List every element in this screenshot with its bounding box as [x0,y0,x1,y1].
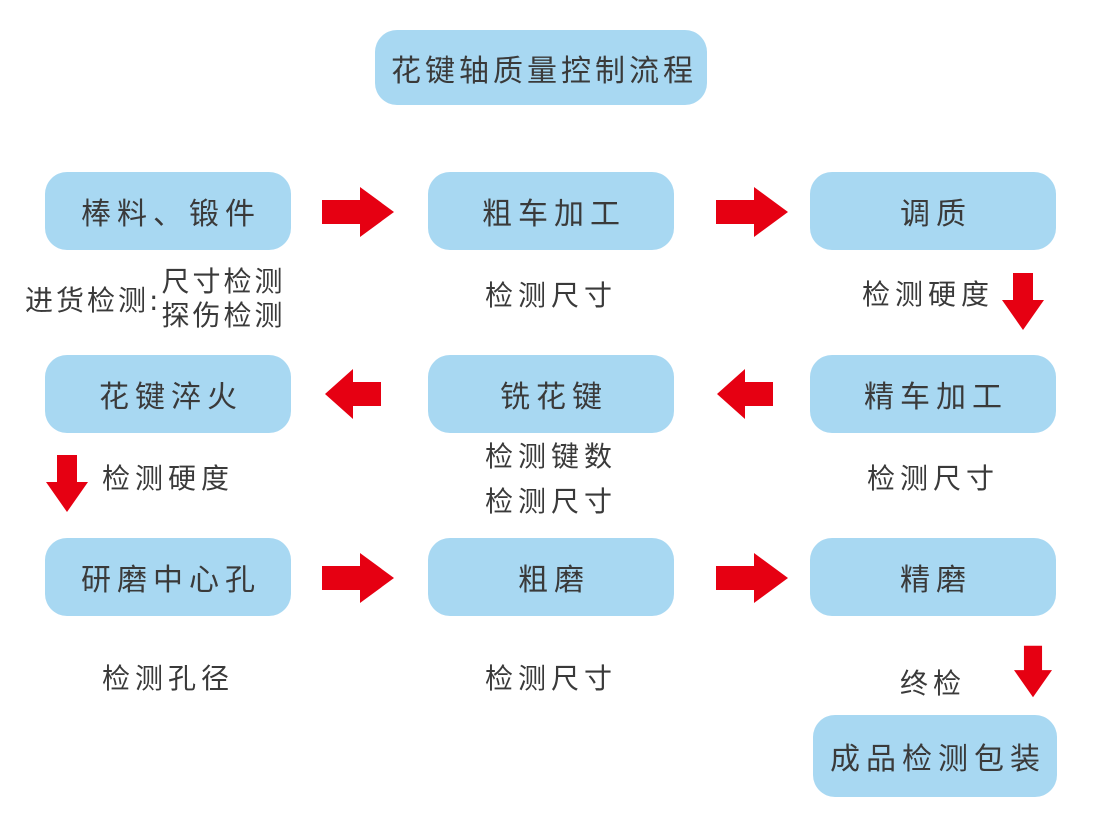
process-box-rough-turning: 粗车加工 [428,172,674,250]
arrow-down-icon [1014,643,1052,700]
process-box-finish-grinding: 精磨 [810,538,1056,616]
process-label: 精磨 [900,563,972,598]
arrow-right-icon [322,187,394,237]
process-label: 粗车加工 [482,197,626,232]
arrow-right-icon [716,553,788,603]
process-box-spline-quenching: 花键淬火 [45,355,291,433]
process-label: 研磨中心孔 [81,563,261,598]
arrow-right-icon [716,187,788,237]
arrow-down-icon [1002,273,1044,330]
process-box-spline-milling: 铣花键 [428,355,674,433]
check-finish-turning: 检测尺寸 [866,462,999,495]
check-spline-milling: 检测键数 检测尺寸 [428,441,674,518]
arrow-left-icon [325,369,381,419]
check-item: 检测键数 [484,440,617,473]
process-label: 成品检测包装 [830,742,1046,777]
arrow-right-icon [322,553,394,603]
check-spline-quenching: 检测硬度 [102,462,235,495]
check-item: 尺寸检测 [161,265,286,298]
check-label: 进货检测: [25,284,162,317]
check-final-inspection: 终检 [900,667,967,700]
check-incoming-inspection: 进货检测: 尺寸检测 探伤检测 [25,266,285,332]
check-item: 探伤检测 [161,299,286,332]
process-box-tempering: 调质 [810,172,1056,250]
check-rough-grinding: 检测尺寸 [484,662,617,695]
check-item: 检测尺寸 [484,485,617,518]
process-label: 棒料、锻件 [81,197,261,232]
arrow-down-icon [46,455,88,512]
process-label: 精车加工 [864,380,1008,415]
process-box-finished-product: 成品检测包装 [813,715,1057,797]
check-center-hole: 检测孔径 [101,662,234,695]
process-box-raw-material: 棒料、锻件 [45,172,291,250]
process-box-center-hole-grinding: 研磨中心孔 [45,538,291,616]
title-box: 花键轴质量控制流程 [375,30,707,105]
process-box-rough-grinding: 粗磨 [428,538,674,616]
process-label: 调质 [900,197,972,232]
page-title: 花键轴质量控制流程 [391,53,697,89]
check-rough-turning: 检测尺寸 [484,279,617,312]
process-label: 粗磨 [518,563,590,598]
process-label: 花键淬火 [99,380,243,415]
process-box-finish-turning: 精车加工 [810,355,1056,433]
check-tempering: 检测硬度 [862,278,995,311]
arrow-left-icon [717,369,773,419]
process-label: 铣花键 [500,380,608,415]
check-items: 尺寸检测 探伤检测 [161,266,285,332]
